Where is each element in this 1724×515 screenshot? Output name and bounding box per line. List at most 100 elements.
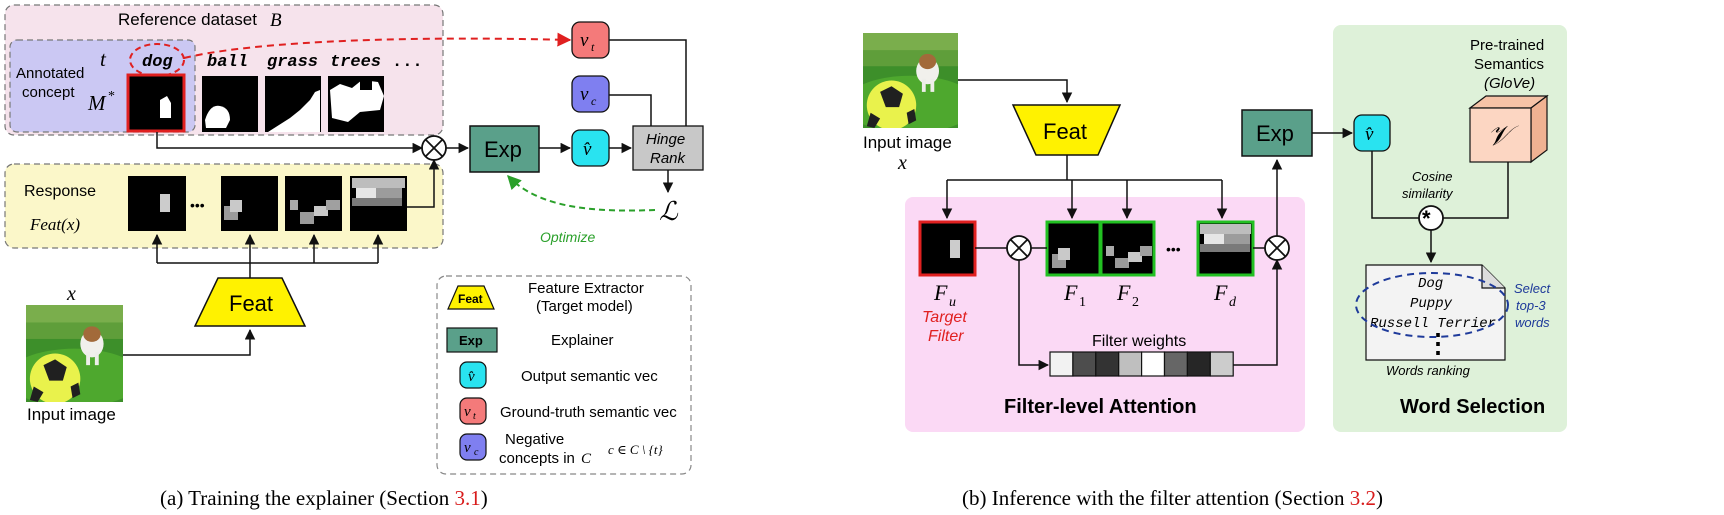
vhat-to-cosine-line: [1371, 151, 1419, 219]
image-to-feat-arrow-a: [123, 328, 256, 356]
legend-vc-icon-label: v: [464, 440, 471, 456]
feat-block-b: [1011, 104, 1122, 156]
optimize-label: Optimize: [540, 229, 595, 245]
target-filter-line2: Filter: [928, 328, 964, 345]
vhat-label-a: v̂: [583, 139, 592, 160]
input-image-b: [863, 33, 958, 128]
feat-block-a-label: Feat: [229, 291, 273, 316]
legend-vt-icon-label: v: [464, 404, 471, 420]
exp-block-a-label: Exp: [484, 137, 522, 162]
legend-vt-text: Ground-truth semantic vec: [500, 404, 677, 421]
legend-vc-text-C: C: [581, 451, 592, 467]
x-symbol-b: x: [897, 152, 907, 174]
legend-vt-icon-sub: t: [473, 411, 476, 422]
filter-map-1: [1045, 220, 1102, 277]
reference-dataset-label: Reference dataset: [118, 10, 257, 29]
caption-b: (b) Inference with the filter attention …: [962, 486, 1383, 510]
filter-weight-cell: [1209, 351, 1234, 377]
legend-feat-text-line2: (Target model): [536, 298, 633, 315]
legend-feat-icon-label: Feat: [458, 292, 483, 306]
legend-vhat-icon: [459, 361, 487, 389]
mask-to-otimes-arrow: [156, 132, 424, 154]
svg-text:*: *: [1422, 206, 1431, 231]
response-map-4: [350, 176, 407, 231]
vc-node: [571, 75, 610, 113]
gt-concept-arrow: [183, 32, 572, 59]
pretrained-line3: (GloVe): [1484, 75, 1535, 92]
ranking-more-dots: ⋮: [1425, 329, 1451, 358]
legend-exp-icon-label: Exp: [459, 333, 483, 348]
filter-attention-label: Filter-level Attention: [1004, 396, 1197, 418]
legend-box: [436, 275, 692, 475]
reference-dataset-symbol: B: [270, 10, 282, 31]
response-to-otimes-arrow: [407, 158, 440, 208]
filter-u-label: F: [933, 280, 948, 305]
vhat-label-b: v̂: [1365, 124, 1374, 145]
hinge-line2: Rank: [650, 150, 687, 167]
concept-word-trees: trees: [330, 53, 381, 72]
legend-vhat-icon-label: v̂: [468, 369, 475, 385]
cosine-line1: Cosine: [1412, 169, 1452, 184]
filter-map-2: [1099, 220, 1156, 277]
select-line2: top-3: [1516, 298, 1546, 313]
legend-vc-text-line1: Negative: [505, 431, 564, 448]
legend-vc-icon-sub: c: [474, 447, 479, 458]
image-to-feat-arrow-b: [958, 79, 1073, 104]
response-map-3: [285, 176, 342, 231]
legend-exp-text: Explainer: [551, 332, 614, 349]
filter-weight-cell: [1049, 351, 1074, 377]
concept-symbol: t: [100, 47, 107, 71]
mask-trees: [328, 76, 384, 132]
filter-ellipsis: •••: [1166, 241, 1181, 257]
otimes-b-left: [1006, 235, 1032, 261]
select-line3: words: [1515, 315, 1550, 330]
feat-to-response-arrows: [151, 233, 384, 278]
cosine-line2: similarity: [1402, 186, 1454, 201]
ranked-word-1: Dog: [1418, 276, 1443, 292]
vc-label: v: [580, 84, 589, 105]
legend-feat-text-line1: Feature Extractor: [528, 280, 644, 297]
filter-map-u: [918, 220, 977, 277]
legend-exp-icon: [446, 327, 498, 353]
vt-to-hinge-line: [609, 39, 687, 126]
top3-ellipse: [1355, 272, 1509, 338]
legend-feat-icon: [447, 285, 495, 310]
otimes-to-weights-arrow: [1018, 260, 1050, 371]
filter-d-sub: d: [1229, 295, 1237, 310]
input-image-a: [26, 305, 123, 402]
words-ranking-label: Words ranking: [1386, 363, 1471, 378]
vt-sub: t: [591, 40, 595, 54]
vt-label: v: [580, 30, 589, 51]
cosine-operator: *: [1418, 205, 1444, 231]
response-map-1: [128, 176, 186, 231]
pretrained-line2: Semantics: [1474, 56, 1544, 73]
filter-1-label: F: [1063, 280, 1078, 305]
vc-sub: c: [591, 94, 597, 108]
response-map-2: [221, 176, 278, 231]
filter-map-d: [1196, 220, 1255, 277]
filter-u-sub: u: [949, 295, 956, 310]
mask-grass: [265, 76, 321, 132]
filter-weight-cell: [1140, 351, 1166, 377]
filter-weights-bar: [1049, 351, 1234, 377]
filter-2-sub: 2: [1132, 295, 1139, 310]
filter-weight-cell: [1095, 351, 1120, 377]
legend-vhat-text: Output semantic vec: [521, 368, 658, 385]
vc-to-hinge-line: [609, 94, 652, 126]
exp-block-a: [469, 125, 540, 173]
feat-block-b-label: Feat: [1043, 119, 1087, 144]
response-label: Response: [24, 183, 96, 200]
input-image-label-b: Input image: [863, 133, 952, 152]
filter-weight-cell: [1186, 351, 1211, 377]
concept-words-more: ...: [392, 53, 423, 72]
otimes-b-right: [1264, 235, 1290, 261]
concept-word-dog: dog: [142, 53, 173, 72]
filter-weight-cell: [1163, 351, 1188, 377]
feat-x-label: Feat(x): [29, 215, 80, 234]
pretrained-line1: Pre-trained: [1470, 37, 1544, 54]
filter-weights-label: Filter weights: [1092, 333, 1186, 350]
concept-word-grass: grass: [267, 53, 318, 72]
weights-to-otimes-arrow: [1233, 258, 1283, 366]
concept-word-ball: ball: [207, 53, 248, 72]
ranked-word-3: Russell Terrier: [1370, 316, 1496, 332]
